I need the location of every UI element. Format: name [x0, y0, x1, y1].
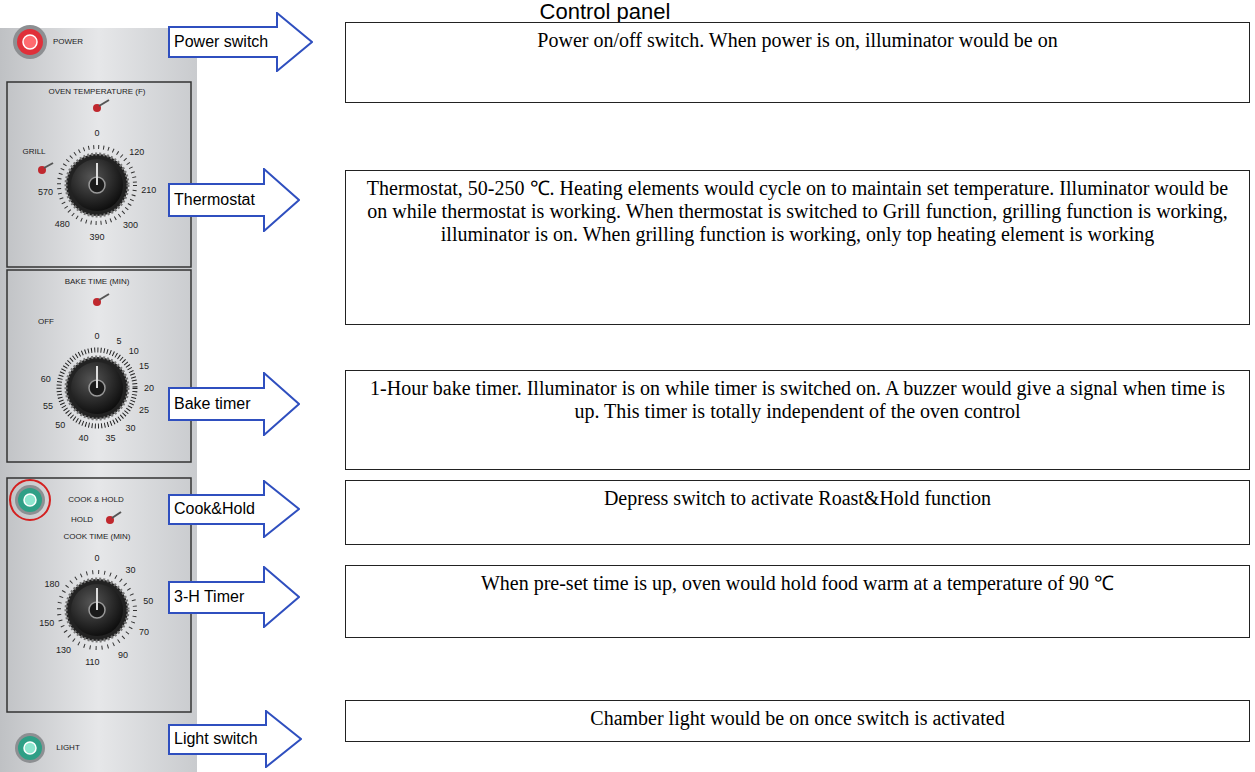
panel-label: 70: [139, 627, 149, 636]
panel-label: OVEN TEMPERATURE (F): [48, 88, 145, 96]
description-text: Thermostat, 50-250 ℃. Heating elements w…: [358, 177, 1237, 246]
cook-hold-panel: [7, 478, 191, 712]
panel-label: 0: [94, 332, 99, 341]
arrow-outline: [169, 373, 299, 435]
description-text: When pre-set time is up, oven would hold…: [358, 572, 1237, 595]
indicator-light: [38, 163, 53, 174]
panel-label: POWER: [53, 38, 83, 46]
bake-timer-panel: [7, 270, 191, 462]
panel-label: 30: [125, 423, 135, 432]
description-box: Depress switch to activate Roast&Hold fu…: [345, 480, 1250, 545]
cook-hold-button-rim: [15, 485, 45, 515]
pointer-arrow: Bake timer: [168, 372, 300, 436]
panel-label: 120: [129, 147, 144, 156]
cook-timer-knob: [59, 572, 135, 648]
arrow-outline: [169, 567, 299, 627]
bake-timer-knob: [59, 350, 135, 426]
panel-label: 15: [139, 362, 149, 371]
arrow-outline: [169, 711, 301, 767]
pointer-arrow: 3-H Timer: [168, 566, 300, 628]
description-box: When pre-set time is up, oven would hold…: [345, 565, 1250, 638]
light-button-rim: [15, 733, 45, 763]
panel-label: 40: [79, 434, 89, 443]
indicator-light: [93, 294, 109, 306]
panel-label: 480: [55, 219, 70, 228]
indicator-light: [106, 512, 121, 524]
title: Control panel: [455, 0, 755, 24]
panel-label: GRILL: [22, 148, 45, 156]
panel-label: 50: [55, 420, 65, 429]
panel-label: LIGHT: [56, 744, 80, 752]
panel-label: 110: [85, 657, 99, 666]
panel-label: 25: [139, 405, 149, 414]
arrow-label: Bake timer: [174, 395, 250, 413]
panel-label: 180: [44, 580, 59, 589]
description-text: 1-Hour bake timer. Illuminator is on whi…: [358, 377, 1237, 423]
arrow-label: Light switch: [174, 730, 258, 748]
pointer-arrow: Power switch: [168, 12, 313, 72]
description-box: Power on/off switch. When power is on, i…: [345, 22, 1250, 103]
cook-hold-lamp: [24, 494, 36, 506]
light-button-lamp: [24, 742, 36, 754]
description-text: Depress switch to activate Roast&Hold fu…: [358, 487, 1237, 510]
arrow-label: 3-H Timer: [174, 588, 244, 606]
panel-label: 0: [94, 129, 99, 138]
description-box: Thermostat, 50-250 ℃. Heating elements w…: [345, 170, 1250, 325]
panel-label: 300: [123, 220, 138, 229]
power-button-rim: [13, 25, 47, 59]
arrow-outline: [169, 13, 312, 71]
arrow-label: Thermostat: [174, 191, 255, 209]
panel-label: 55: [43, 401, 53, 410]
panel-label: OFF: [38, 318, 54, 326]
panel-label: BAKE TIME (MIN): [65, 278, 130, 286]
power-button-lamp: [23, 35, 37, 49]
thermostat-knob: [59, 147, 135, 223]
light-button: [18, 736, 42, 760]
panel-label: 30: [125, 566, 135, 575]
panel-label: COOK TIME (MIN): [64, 533, 131, 541]
panel-label: 90: [118, 651, 128, 660]
highlight-ring: [10, 480, 50, 520]
power-button: [17, 29, 43, 55]
pointer-arrow: Thermostat: [168, 168, 300, 232]
arrow-outline: [169, 169, 299, 231]
description-text: Chamber light would be on once switch is…: [358, 707, 1237, 730]
cook-hold-button: [18, 488, 42, 512]
thermostat-panel: [7, 82, 191, 267]
pointer-arrow: Cook&Hold: [168, 480, 300, 538]
panel-label: 210: [141, 185, 156, 194]
description-box: Chamber light would be on once switch is…: [345, 700, 1250, 742]
panel-label: 570: [38, 188, 53, 197]
panel-label: 20: [144, 384, 154, 393]
panel-label: 35: [105, 434, 115, 443]
panel-label: 0: [94, 554, 99, 563]
panel-label: 60: [41, 374, 51, 383]
panel-label: 150: [39, 619, 54, 628]
description-text: Power on/off switch. When power is on, i…: [358, 29, 1237, 52]
panel-label: 130: [56, 645, 71, 654]
pointer-arrow: Light switch: [168, 710, 302, 768]
arrow-label: Cook&Hold: [174, 500, 255, 518]
panel-label: COOK & HOLD: [68, 496, 124, 504]
indicator-light: [93, 100, 109, 112]
panel-label: HOLD: [71, 516, 93, 524]
description-box: 1-Hour bake timer. Illuminator is on whi…: [345, 370, 1250, 470]
arrow-outline: [169, 481, 299, 537]
panel-plate: [0, 28, 197, 772]
panel-label: 5: [116, 336, 121, 345]
panel-label: 50: [143, 596, 153, 605]
panel-label: 10: [129, 347, 139, 356]
control-panel-photo: [0, 0, 200, 772]
panel-label: 390: [89, 233, 104, 242]
arrow-label: Power switch: [174, 33, 268, 51]
